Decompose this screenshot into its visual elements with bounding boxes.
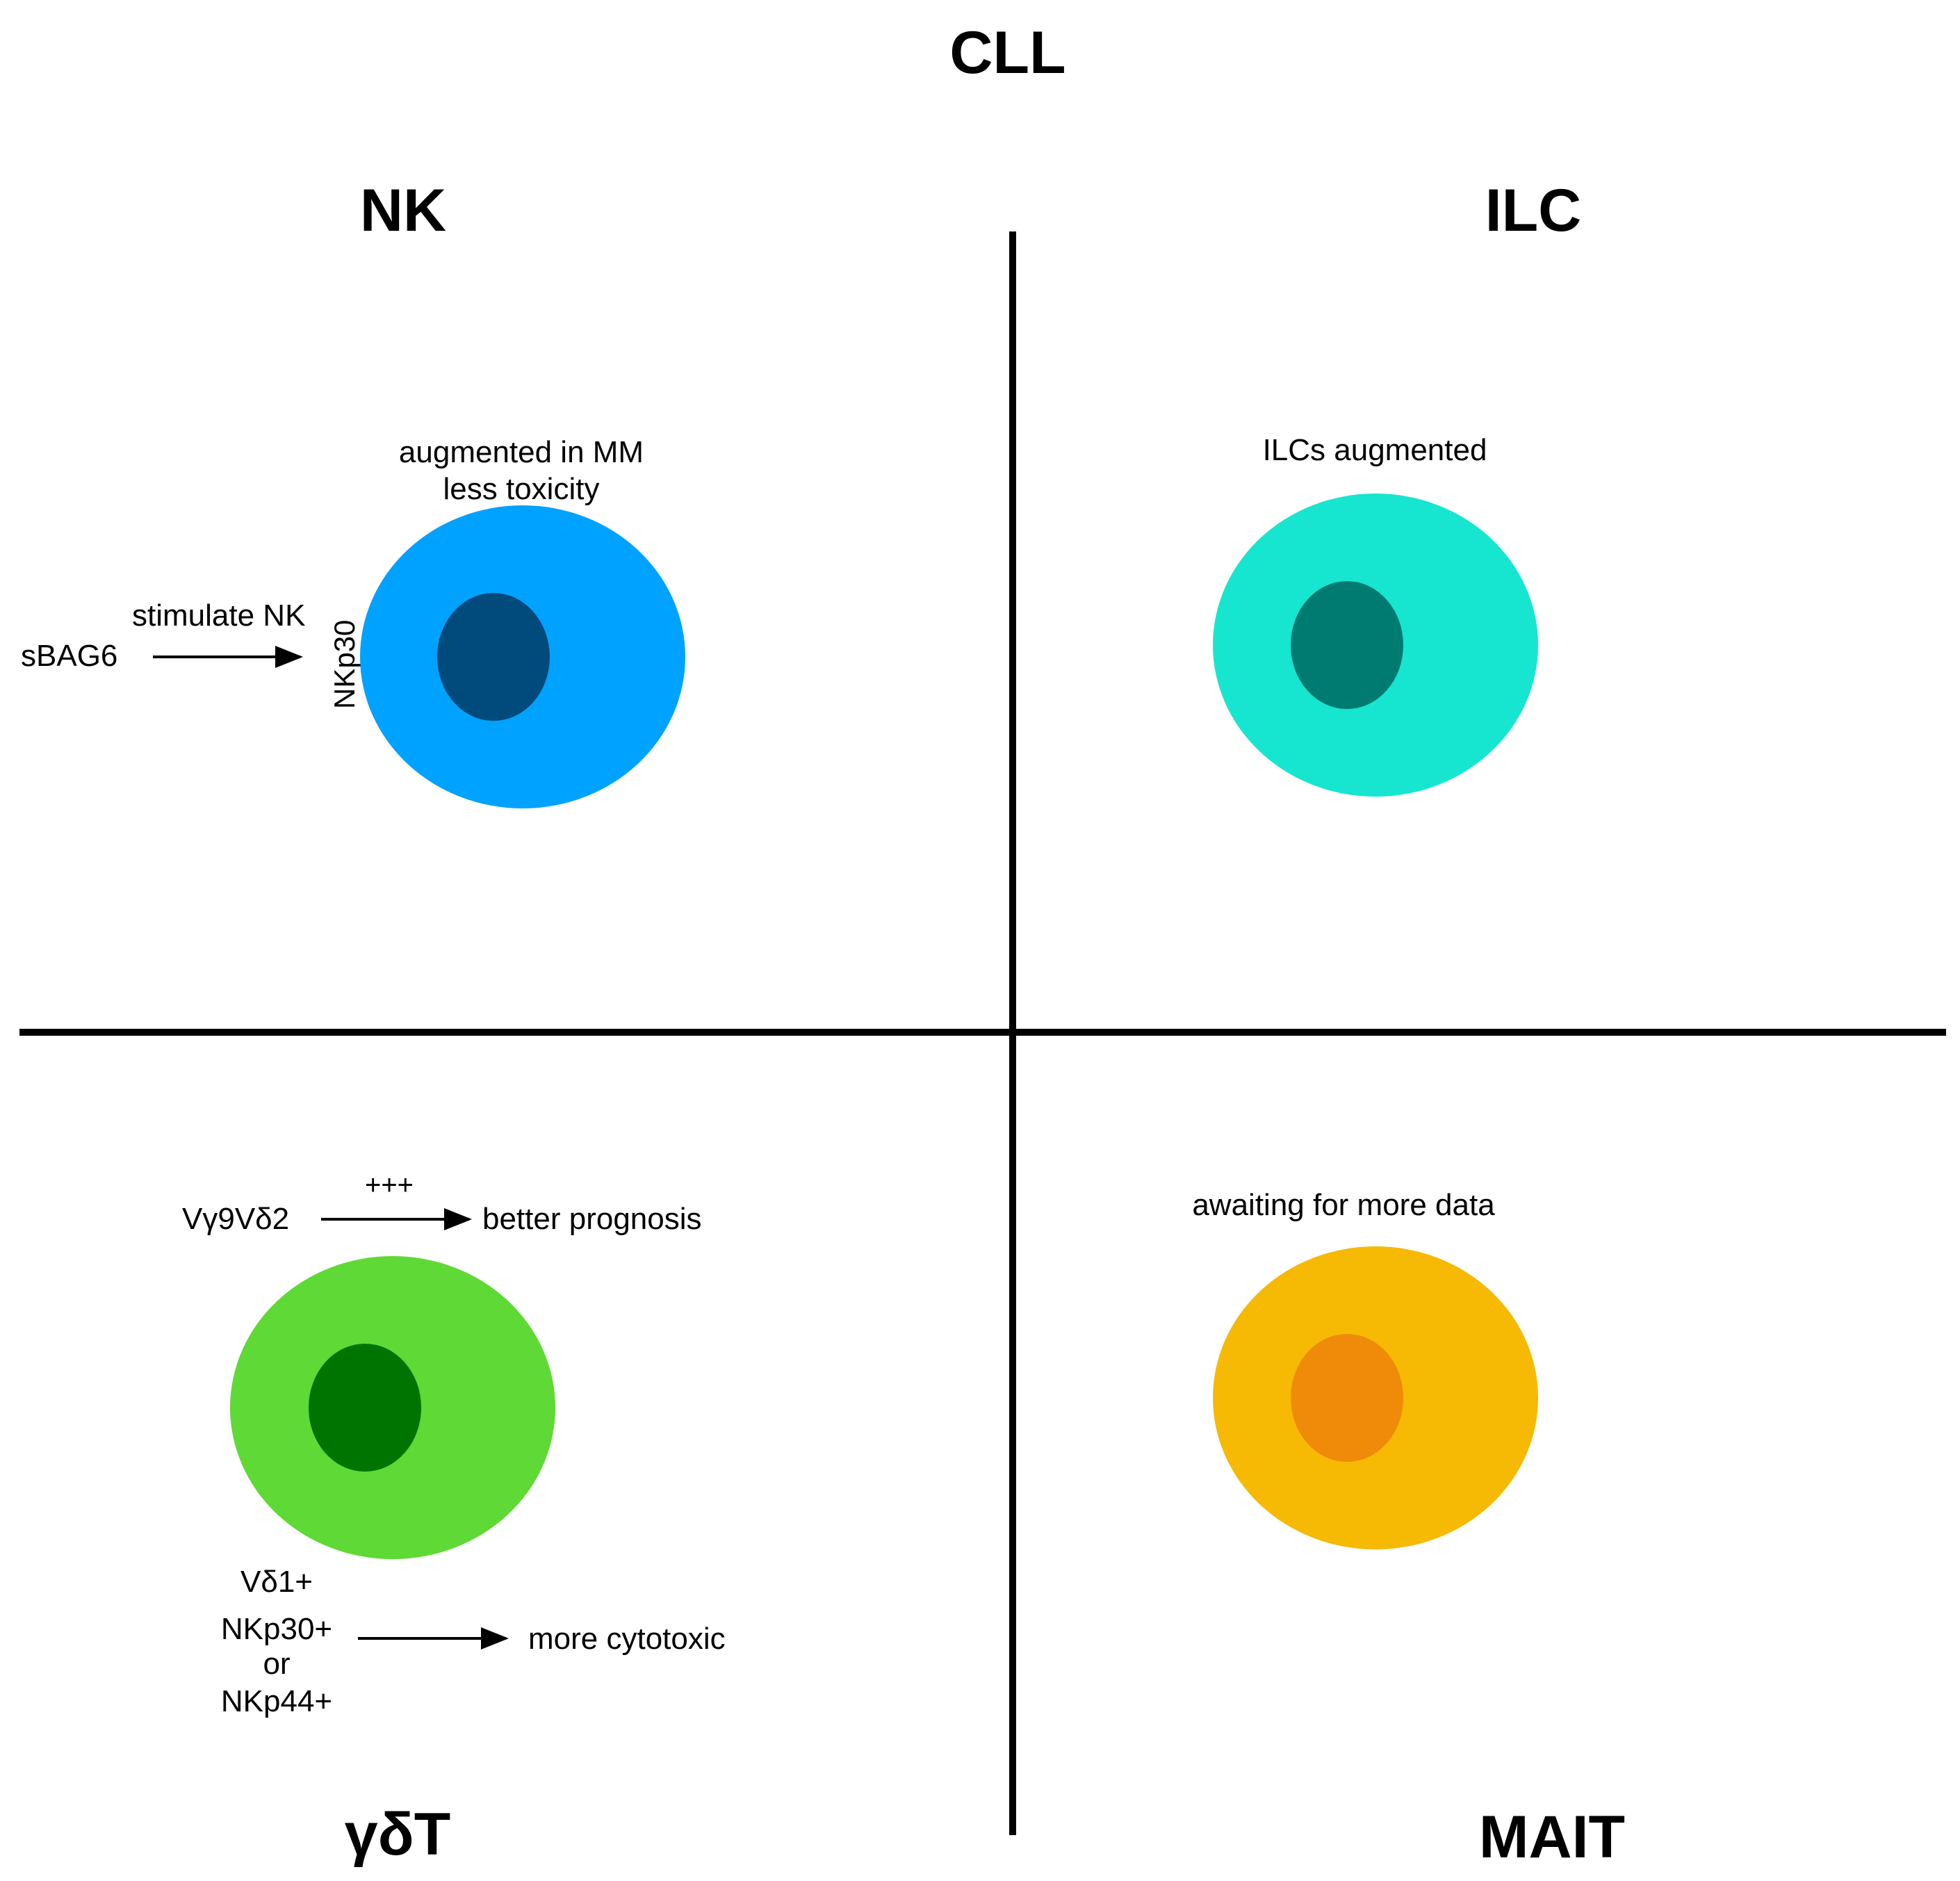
gdt-subset2-line4: NKp44+: [221, 1684, 332, 1718]
gdt-subset2-line1: Vδ1+: [240, 1565, 313, 1599]
mait-quadrant: MAIT awaiting for more data: [1192, 1188, 1625, 1871]
mait-note: awaiting for more data: [1192, 1188, 1495, 1222]
ilc-nucleus: [1291, 581, 1403, 709]
nk-quadrant: NK augmented in MM less toxicity stimula…: [21, 177, 685, 808]
gdt-subset2-line3: or: [263, 1647, 290, 1681]
diagram-title: CLL: [949, 19, 1065, 86]
ilc-quadrant: ILC ILCs augmented: [1213, 177, 1581, 797]
gdt-nucleus: [309, 1344, 421, 1472]
nk-arrow-label: stimulate NK: [132, 598, 305, 633]
gdt-heading: γδT: [345, 1801, 451, 1868]
gdt-subset1-mark: +++: [365, 1170, 414, 1200]
nk-nucleus: [437, 593, 550, 721]
gdt-subset2-outcome: more cytotoxic: [528, 1622, 726, 1656]
nk-receptor-label: NKp30: [328, 620, 361, 709]
nk-source: sBAG6: [21, 639, 117, 673]
nk-note-line1: augmented in MM: [399, 435, 644, 469]
mait-nucleus: [1291, 1334, 1403, 1462]
nk-note-line2: less toxicity: [443, 472, 600, 506]
gdt-subset1-label: Vγ9Vδ2: [182, 1202, 289, 1236]
mait-heading: MAIT: [1479, 1804, 1625, 1871]
gdt-subset2-line2: NKp30+: [221, 1612, 332, 1646]
gdt-subset1-outcome: better prognosis: [482, 1202, 702, 1236]
ilc-note: ILCs augmented: [1263, 433, 1487, 467]
ilc-heading: ILC: [1485, 177, 1582, 244]
nk-heading: NK: [360, 177, 446, 244]
gdt-quadrant: γδT +++ Vγ9Vδ2 better prognosis Vδ1+ NKp…: [182, 1170, 726, 1868]
